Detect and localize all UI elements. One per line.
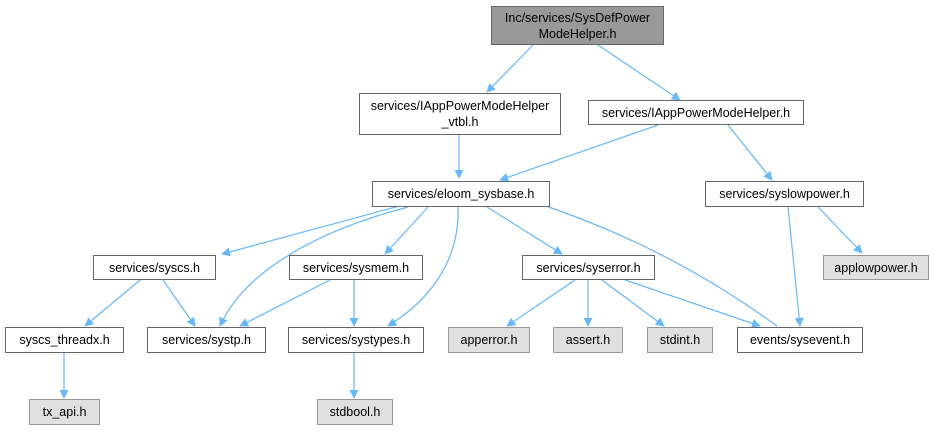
node-syserror[interactable]: services/syserror.h (522, 255, 655, 280)
node-systypes[interactable]: services/systypes.h (288, 327, 424, 353)
node-apperror: apperror.h (448, 327, 530, 353)
node-iapppowermodehelper-vtbl[interactable]: services/IAppPowerModeHelper _vtbl.h (359, 93, 561, 135)
node-vtbl-line-2: _vtbl.h (441, 115, 479, 129)
edge-iapp-to-eloom (499, 124, 659, 182)
node-stdint: stdint.h (647, 327, 713, 353)
node-syscs-threadx[interactable]: syscs_threadx.h (5, 327, 124, 353)
node-tx-api: tx_api.h (29, 399, 100, 425)
node-stdint-label: stdint.h (659, 333, 701, 347)
edge-syslowpower-to-applowpower (817, 206, 863, 254)
node-root-line-1: Inc/services/SysDefPower (504, 10, 651, 25)
edge-syserror-to-sysevent (624, 279, 761, 328)
node-assert-label: assert.h (565, 333, 611, 347)
node-syscs[interactable]: services/syscs.h (93, 255, 216, 280)
edge-eloom-to-systypes (387, 206, 459, 327)
node-eloom-sysbase[interactable]: services/eloom_sysbase.h (372, 181, 550, 207)
edge-syserror-to-apperror (506, 279, 576, 327)
edge-syscs-to-syscs-threadx (84, 279, 141, 327)
node-systp[interactable]: services/systp.h (147, 327, 266, 353)
node-root-line-2: ModeHelper.h (538, 26, 617, 41)
node-vtbl-line-1: services/IAppPowerModeHelper (370, 99, 550, 113)
edge-sysevent-to-eloom (527, 198, 778, 327)
node-applowpower-label: applowpower.h (834, 260, 918, 275)
node-sysmem[interactable]: services/sysmem.h (289, 255, 423, 280)
node-syscs-label: services/syscs.h (109, 260, 200, 275)
node-root-sysdefpowermodehelper: Inc/services/SysDefPower ModeHelper.h (491, 6, 664, 45)
node-iapppowermodehelper[interactable]: services/IAppPowerModeHelper.h (588, 100, 804, 125)
node-sysmem-label: services/sysmem.h (302, 260, 410, 275)
node-tx-api-label: tx_api.h (42, 405, 87, 419)
node-eloom-label: services/eloom_sysbase.h (387, 187, 535, 201)
edge-iapp-to-syslowpower (727, 124, 773, 181)
node-stdbool: stdbool.h (317, 399, 393, 425)
edge-eloom-to-sysmem (384, 206, 429, 255)
node-apperror-label: apperror.h (460, 333, 518, 347)
node-stdbool-label: stdbool.h (329, 405, 381, 419)
node-syscs-threadx-label: syscs_threadx.h (19, 333, 110, 347)
edge-sysmem-to-systp (239, 279, 331, 327)
node-syslowpower[interactable]: services/syslowpower.h (705, 181, 864, 207)
node-iapp-label: services/IAppPowerModeHelper.h (601, 105, 791, 120)
edge-root-to-vtbl (486, 44, 534, 93)
node-sysevent-label: events/sysevent.h (749, 333, 851, 347)
edge-syslowpower-to-sysevent (787, 206, 804, 327)
node-assert: assert.h (553, 327, 623, 353)
node-systp-label: services/systp.h (162, 333, 251, 347)
node-applowpower: applowpower.h (823, 255, 929, 280)
edge-syscs-to-systp (162, 279, 196, 327)
node-syserror-label: services/syserror.h (536, 260, 641, 275)
edge-eloom-to-syserror (486, 206, 563, 255)
edge-syserror-to-stdint (601, 279, 665, 327)
node-syslowpower-label: services/syslowpower.h (719, 187, 850, 201)
edge-root-to-iapp (597, 44, 681, 101)
edge-eloom-to-systp (219, 206, 409, 327)
edge-eloom-to-syscs (221, 204, 404, 257)
node-systypes-label: services/systypes.h (301, 333, 411, 347)
node-sysevent[interactable]: events/sysevent.h (737, 327, 863, 353)
